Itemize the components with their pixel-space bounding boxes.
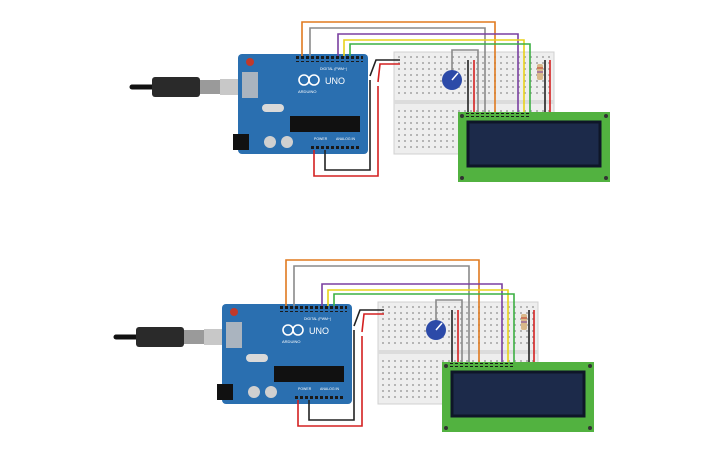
power-analog-header xyxy=(310,144,360,150)
digital-label: DIGITAL (PWM~) xyxy=(304,317,331,321)
analog-label: ANALOG IN xyxy=(320,387,340,391)
wire-yellow xyxy=(343,39,525,112)
uno-text: UNO xyxy=(309,326,329,336)
potentiometer xyxy=(426,320,446,340)
wires xyxy=(285,259,535,427)
usb-cable xyxy=(129,77,250,97)
power-label: POWER xyxy=(314,137,328,141)
wire-black-bottom xyxy=(324,80,371,171)
lcd-screen xyxy=(466,120,602,168)
microcontroller-chip xyxy=(290,116,360,132)
usb-cable xyxy=(113,327,234,347)
wire-black-top xyxy=(369,59,400,77)
lcd-display xyxy=(442,362,594,432)
lcd-pins xyxy=(466,113,530,117)
brand-text: ARDUINO xyxy=(298,89,316,94)
lcd-display xyxy=(458,112,610,182)
wire-red-bottom xyxy=(297,336,363,427)
wire-orange xyxy=(285,259,480,362)
wire-black-top xyxy=(353,309,384,327)
power-label: POWER xyxy=(298,387,312,391)
wire-red-top xyxy=(377,63,400,83)
arduino-logo xyxy=(282,324,304,336)
power-jack xyxy=(217,384,233,400)
wire-black-bottom xyxy=(308,330,355,421)
wire-yellow xyxy=(327,289,509,362)
wire-purple xyxy=(337,33,519,112)
wire-red-top xyxy=(361,313,384,333)
reset-button xyxy=(246,58,254,66)
digital-label: DIGITAL (PWM~) xyxy=(320,67,347,71)
wire-gray xyxy=(293,265,470,362)
circuit-bottom: UNO ARDUINO DIGITAL (PWM~) POWER ANALOG … xyxy=(113,259,594,432)
arduino-uno-board: UNO ARDUINO DIGITAL (PWM~) POWER ANALOG … xyxy=(217,304,352,404)
wire-red-bottom xyxy=(313,86,379,177)
reset-button xyxy=(230,308,238,316)
digital-header xyxy=(295,56,363,62)
wire-purple xyxy=(321,283,503,362)
analog-label: ANALOG IN xyxy=(336,137,356,141)
wire-green xyxy=(349,43,531,112)
potentiometer xyxy=(442,70,462,90)
brand-text: ARDUINO xyxy=(282,339,300,344)
digital-header xyxy=(279,306,347,312)
wires xyxy=(301,21,551,177)
wire-pot-gray xyxy=(451,49,479,112)
wire-gray xyxy=(309,27,486,112)
microcontroller-chip xyxy=(274,366,344,382)
resistor xyxy=(537,64,543,80)
arduino-logo xyxy=(298,74,320,86)
wire-pot-gray xyxy=(435,299,463,362)
arduino-uno-board: UNO ARDUINO DIGITAL (PWM~) POWER ANALOG … xyxy=(233,54,368,154)
lcd-screen xyxy=(450,370,586,418)
circuit-top: UNO ARDUINO DIGITAL (PWM~) POWER ANALOG … xyxy=(129,21,610,182)
lcd-pins xyxy=(450,363,514,367)
power-analog-header xyxy=(294,394,344,400)
resistor xyxy=(521,314,527,330)
power-jack xyxy=(233,134,249,150)
wire-green xyxy=(333,293,515,362)
wire-orange xyxy=(301,21,496,112)
uno-text: UNO xyxy=(325,76,345,86)
